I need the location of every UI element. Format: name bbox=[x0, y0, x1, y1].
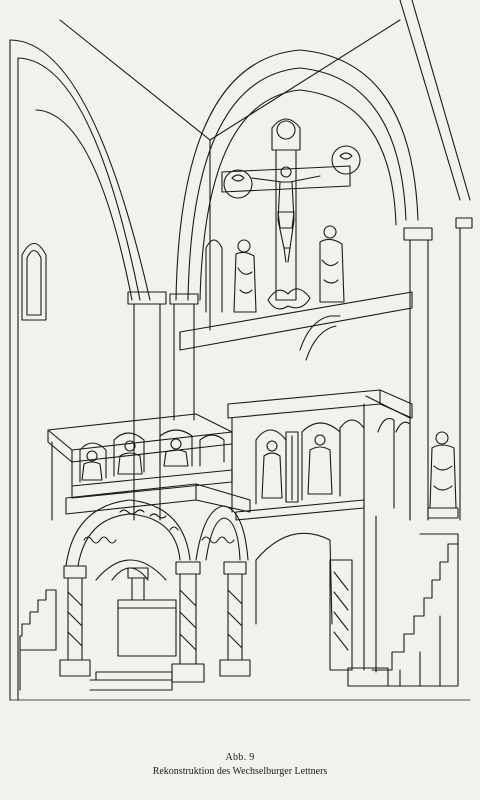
figure-number: Abb. 9 bbox=[225, 752, 255, 763]
rood-screen-right bbox=[227, 389, 413, 687]
nave-walls bbox=[9, 0, 473, 701]
rood-screen-left bbox=[47, 413, 251, 691]
standing-statue bbox=[427, 431, 459, 519]
left-staircase bbox=[19, 589, 57, 691]
figure-caption: Rekonstruktion des Wechselburger Lettner… bbox=[152, 766, 328, 777]
gallery-figures bbox=[233, 225, 345, 313]
rood-screen-illustration bbox=[9, 0, 473, 701]
triumphal-cross bbox=[221, 118, 361, 310]
right-staircase bbox=[371, 533, 459, 687]
